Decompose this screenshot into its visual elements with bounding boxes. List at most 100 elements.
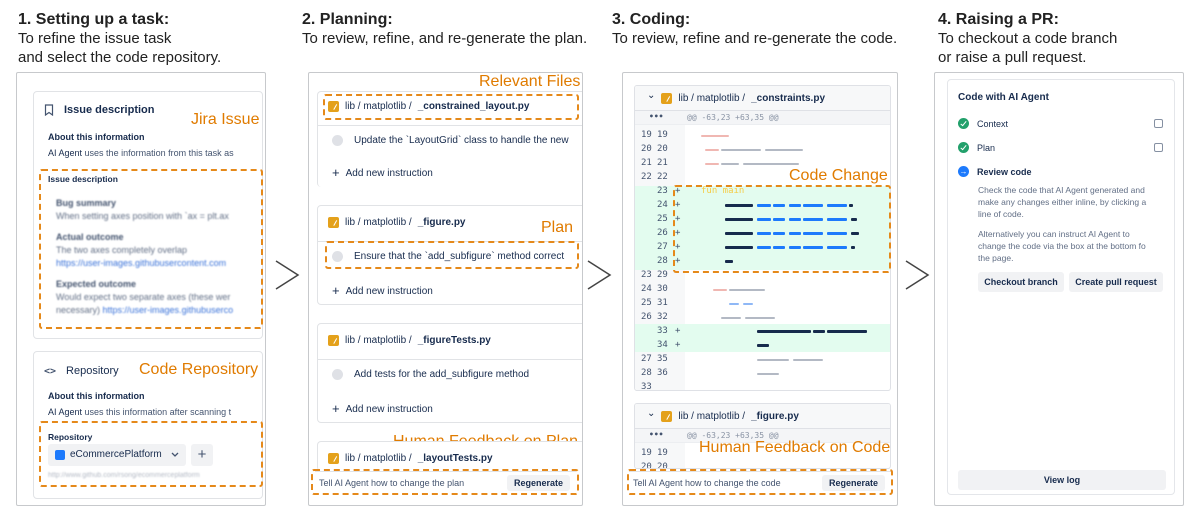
repo-select[interactable]: eCommercePlatform xyxy=(48,444,186,466)
code-diff-card: ⌄ lib / matplotlib /_constraints.py ••• … xyxy=(634,85,891,391)
create-pull-request-button[interactable]: Create pull request xyxy=(1069,272,1163,292)
line-number: 25 xyxy=(641,298,652,308)
code-token xyxy=(725,246,753,249)
line-number: 29 xyxy=(657,270,668,280)
expected-outcome-text: Would expect two separate axes (these we… xyxy=(56,292,231,302)
code-token xyxy=(827,232,847,235)
step-subtitle: or raise a pull request. xyxy=(938,49,1087,66)
line-number: 19 xyxy=(641,130,652,140)
pr-panel: Code with AI Agent Context Plan → Review… xyxy=(934,72,1184,506)
checkout-branch-button[interactable]: Checkout branch xyxy=(978,272,1064,292)
line-number: 24 xyxy=(641,284,652,294)
more-icon[interactable]: ••• xyxy=(649,112,664,121)
ai-agent-card: Code with AI Agent Context Plan → Review… xyxy=(947,79,1175,495)
plan-instruction[interactable]: Update the `LayoutGrid` class to handle … xyxy=(318,125,582,155)
review-code-step[interactable]: → Review code xyxy=(958,166,1032,177)
view-log-button[interactable]: View log xyxy=(958,470,1166,490)
code-file-header[interactable]: ⌄ lib / matplotlib /_constraints.py xyxy=(635,86,890,111)
line-number: 27 xyxy=(641,354,652,364)
edit-icon[interactable] xyxy=(1154,119,1163,128)
line-number: 20 xyxy=(641,144,652,154)
code-feedback-highlight xyxy=(627,469,893,495)
code-token xyxy=(827,218,847,221)
plan-feedback-input[interactable]: Tell AI Agent how to change the plan xyxy=(319,478,465,488)
file-icon xyxy=(661,93,673,104)
file-path[interactable]: lib / matplotlib /_constrained_layout.py xyxy=(328,101,529,112)
chevron-down-icon[interactable]: ⌄ xyxy=(647,90,656,101)
hunk-header: ••• @@ -63,23 +63,35 @@ xyxy=(635,429,890,443)
plan-file-card: lib / matplotlib /_figureTests.py Add te… xyxy=(317,323,582,423)
code-feedback-annotation: Human Feedback on Code xyxy=(699,439,891,456)
regenerate-plan-button[interactable]: Regenerate xyxy=(506,475,570,491)
code-token xyxy=(773,246,785,249)
repo-about-text: AI Agent uses this information after sca… xyxy=(48,407,232,417)
code-file-header[interactable]: ⌄ lib / matplotlib /_figure.py xyxy=(635,404,890,429)
added-marker: + xyxy=(675,200,681,210)
step-subtitle: and select the code repository. xyxy=(18,49,222,66)
code-feedback-bar: Tell AI Agent how to change the code Reg… xyxy=(629,471,891,493)
add-repo-button[interactable]: + xyxy=(191,444,213,466)
line-number: 22 xyxy=(641,172,652,182)
plan-file-card: lib / matplotlib /_figure.py Ensure that… xyxy=(317,205,582,305)
plan-step[interactable]: Plan xyxy=(958,142,995,153)
edit-icon[interactable] xyxy=(1154,143,1163,152)
about-label: About this information xyxy=(48,132,145,142)
file-path[interactable]: lib / matplotlib /_figure.py xyxy=(328,217,466,228)
line-number: 36 xyxy=(657,368,668,378)
file-icon xyxy=(328,453,339,464)
jira-issue-annotation: Jira Issue xyxy=(191,111,260,128)
plan-file-card: lib / matplotlib /_layoutTests.py xyxy=(317,441,582,471)
line-number: 28 xyxy=(657,256,668,266)
code-token xyxy=(721,163,739,165)
plan-instruction[interactable]: Add tests for the add_subfigure method xyxy=(318,359,582,389)
line-number: 23 xyxy=(641,270,652,280)
plan-feedback-bar: Tell AI Agent how to change the plan Reg… xyxy=(315,471,576,493)
expected-outcome-label: Expected outcome xyxy=(56,279,137,289)
regenerate-code-button[interactable]: Regenerate xyxy=(821,475,885,491)
add-instruction-button[interactable]: Add new instruction xyxy=(332,282,433,297)
more-icon[interactable]: ••• xyxy=(649,430,664,439)
code-token xyxy=(757,373,779,375)
line-number: 21 xyxy=(641,158,652,168)
actual-outcome-link[interactable]: https://user-images.githubusercontent.co… xyxy=(56,258,227,268)
code-token xyxy=(757,232,771,235)
added-marker: + xyxy=(675,186,681,196)
added-marker: + xyxy=(675,228,681,238)
code-token xyxy=(789,246,801,249)
step-subtitle: To review, refine, and re-generate the p… xyxy=(302,30,588,47)
status-circle-icon xyxy=(332,251,343,262)
step-2-header: 2. Planning: To review, refine, and re-g… xyxy=(302,10,587,48)
code-token xyxy=(773,204,785,207)
code-token xyxy=(757,359,789,361)
context-step[interactable]: Context xyxy=(958,118,1008,129)
bookmark-icon xyxy=(44,104,54,116)
file-path[interactable]: lib / matplotlib /_layoutTests.py xyxy=(328,453,493,464)
file-icon xyxy=(328,101,339,112)
step-title: 2. Planning: xyxy=(302,11,393,28)
repo-selected-value: eCommercePlatform xyxy=(70,449,162,460)
code-feedback-input[interactable]: Tell AI Agent how to change the code xyxy=(633,478,781,488)
code-token xyxy=(849,204,853,207)
add-instruction-button[interactable]: Add new instruction xyxy=(332,400,433,415)
line-number: 28 xyxy=(641,368,652,378)
repository-highlight xyxy=(39,421,263,487)
code-text: fun main xyxy=(701,186,745,196)
add-instruction-button[interactable]: Add new instruction xyxy=(332,164,433,179)
added-marker: + xyxy=(675,242,681,252)
line-number: 32 xyxy=(657,312,668,322)
code-token xyxy=(851,246,855,249)
plan-feedback-highlight xyxy=(311,469,579,495)
file-path[interactable]: lib / matplotlib /_figureTests.py xyxy=(328,335,491,346)
step-1-header: 1. Setting up a task: To refine the issu… xyxy=(18,10,221,67)
code-token xyxy=(743,303,753,305)
code-token xyxy=(729,303,739,305)
check-circle-icon xyxy=(958,142,969,153)
line-number: 19 xyxy=(657,448,668,458)
code-token xyxy=(705,149,719,151)
chevron-down-icon[interactable]: ⌄ xyxy=(647,408,656,419)
code-token xyxy=(773,232,785,235)
line-number: 25 xyxy=(657,214,668,224)
planning-panel: Relevant Files lib / matplotlib /_constr… xyxy=(308,72,583,506)
added-marker: + xyxy=(675,340,681,350)
step-4-header: 4. Raising a PR: To checkout a code bran… xyxy=(938,10,1117,67)
